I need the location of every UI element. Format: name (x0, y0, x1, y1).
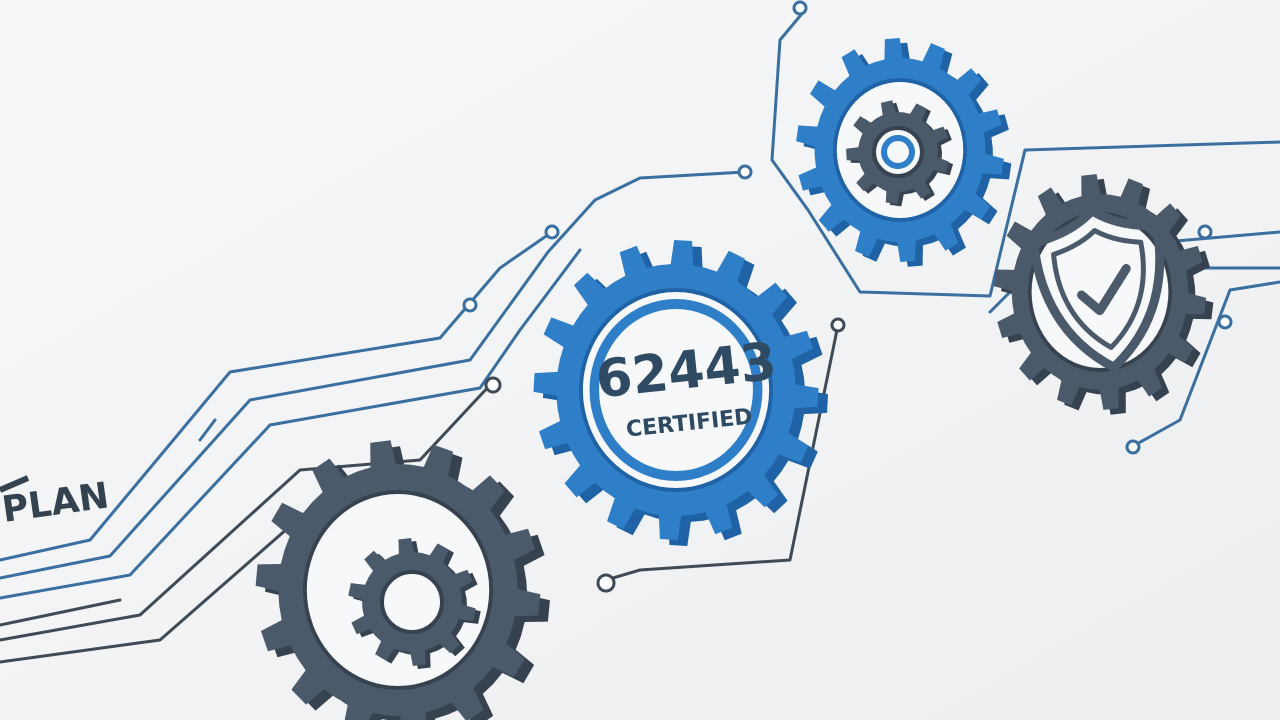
circuit-node-icon (462, 0, 1233, 593)
gear-icon (533, 240, 828, 546)
gears-group (255, 38, 1214, 720)
plan-letter-fragment (0, 475, 30, 493)
circuit-lines-blue (0, 8, 1280, 600)
gear-icon (348, 538, 481, 669)
circuit-lines-dark (0, 323, 840, 664)
gear-icon (846, 100, 954, 207)
shield-check-icon (1029, 206, 1165, 372)
